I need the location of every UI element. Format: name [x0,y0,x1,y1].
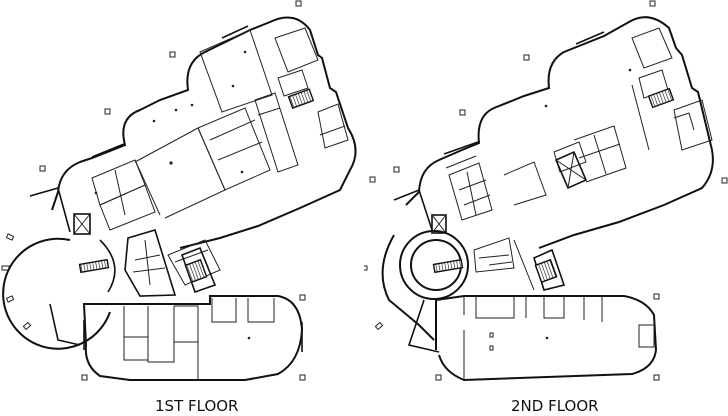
first-floor-drawing [1,0,357,381]
exterior-column-markers [1,0,306,381]
rotunda [2,187,116,350]
service-core [473,237,566,291]
elevator [431,214,447,234]
second-floor-label: 2ND FLOOR [511,397,599,415]
exterior-column-markers [364,0,728,381]
south-wing [82,295,304,381]
first-floor-plan: 1ST FLOOR [1,0,357,415]
first-floor-label: 1ST FLOOR [155,397,239,415]
second-floor-plan: 2ND FLOOR [364,0,728,416]
south-wing [435,295,658,382]
rotunda [381,188,469,353]
service-core [124,229,221,297]
main-wing [405,16,714,249]
second-floor-drawing [364,0,728,382]
elevator [73,213,91,235]
main-wing [51,16,357,249]
